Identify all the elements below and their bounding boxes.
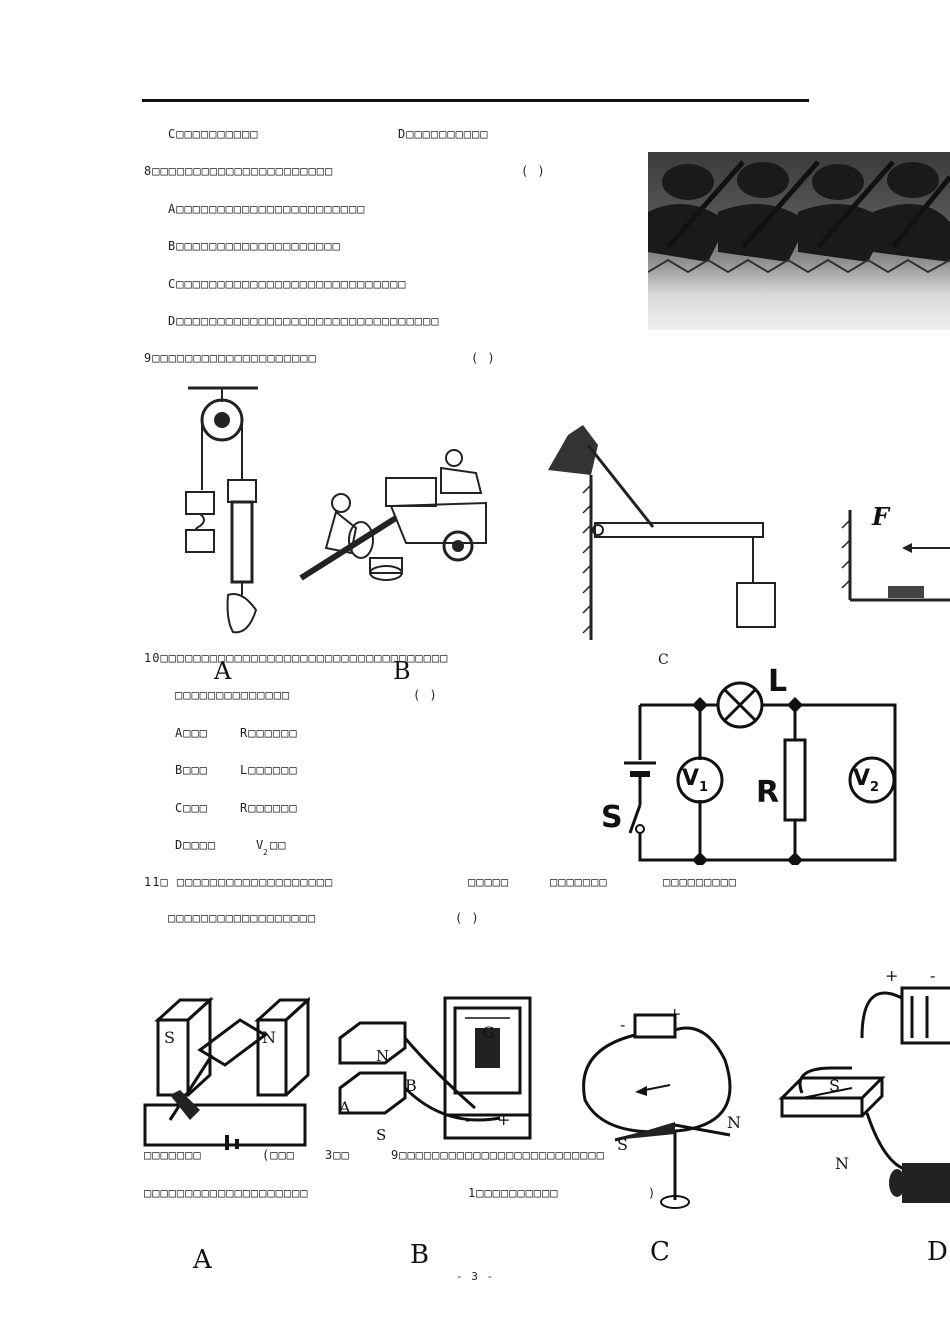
q7-option-d: D□□□□□□□□□□ <box>398 127 489 141</box>
q11-stem-line2: □□□□□□□□□□□□□□□□□□ <box>168 911 317 925</box>
q9-stem: 9□□□□□□□□□□□□□□□□□□□□ <box>144 351 317 365</box>
q11-fig-b-s: S <box>376 1126 387 1144</box>
q10-option-d-v: V <box>256 838 265 852</box>
q11-label-c: C <box>650 1237 670 1267</box>
q10-v2-subscript: 2 <box>870 780 880 795</box>
q9-fig-b-lever <box>299 449 487 581</box>
q11-fig-c-compass <box>582 1013 732 1209</box>
q7-option-c: C□□□□□□□□□□ <box>168 127 259 141</box>
q9-label-b: B <box>393 657 411 685</box>
q11-fig-a-motor <box>143 996 310 1150</box>
q10-option-d-prefix: D□□□□ <box>175 838 217 852</box>
q11-fig-d-n: N <box>835 1154 849 1173</box>
q10-option-b-text: L□□□□□□ <box>240 763 298 777</box>
q10-resistor-label: R <box>756 775 780 810</box>
q8-stem: 8□□□□□□□□□□□□□□□□□□□□□□ <box>144 164 334 178</box>
q10-answer-paren: ( ) <box>413 688 438 702</box>
q11-fig-c-plus: + <box>668 1004 682 1023</box>
q11-fig-d-electromagnet <box>778 986 950 1203</box>
q8-option-b: B□□□□□□□□□□□□□□□□□□□□ <box>168 239 341 253</box>
header-rule <box>142 99 809 102</box>
q11-label-a: A <box>193 1245 212 1275</box>
q11-fig-c-n: N <box>727 1113 741 1132</box>
page-number: - 3 - <box>456 1270 495 1283</box>
q10-option-c-text: R□□□□□□ <box>240 801 298 815</box>
q11-fig-a-n: N <box>262 1028 276 1047</box>
q10-stem-line2: □□□□□□□□□□□□□□ <box>175 688 291 702</box>
q10-v1-subscript: 1 <box>699 780 709 795</box>
q9-label-f: F <box>872 502 890 531</box>
q11-fig-d-minus: - <box>930 966 936 985</box>
q11-stem-b: □□□□□ <box>468 875 510 889</box>
q8-option-d: D□□□□□□□□□□□□□□□□□□□□□□□□□□□□□□□□ <box>168 314 440 328</box>
q11-fig-b-b: B <box>405 1076 417 1095</box>
q12-line2-a: □□□□□□□□□□□□□□□□□□□□ <box>144 1186 309 1200</box>
q8-option-a: A□□□□□□□□□□□□□□□□□□□□□□□ <box>168 202 366 216</box>
q9-fig-d-force <box>841 510 950 602</box>
q11-label-d: D <box>927 1237 948 1267</box>
q11-fig-b-minus: - <box>465 1110 471 1129</box>
q10-circuit <box>624 681 897 865</box>
q10-switch-label: S <box>601 800 623 835</box>
q11-stem-c: □□□□□□□ <box>550 875 608 889</box>
q10-option-d-text: □□ <box>270 838 287 852</box>
q10-v2-label: V <box>853 766 871 791</box>
q11-fig-d-plus: + <box>885 966 899 985</box>
q9-fig-c-boom <box>548 425 776 640</box>
q8-answer-paren: ( ) <box>521 164 546 178</box>
q12-line1-d: 9□□□□□□□□□□□□□□□□□□□□□□□□□ <box>391 1148 605 1162</box>
q11-fig-c-minus: - <box>620 1015 626 1034</box>
q9-label-a: A <box>214 657 232 685</box>
q10-v1-label: V <box>682 766 700 791</box>
q11-answer-paren: ( ) <box>455 911 480 925</box>
q11-label-b: B <box>410 1240 430 1270</box>
q9-label-c: C <box>658 652 669 668</box>
q11-stem-a: 11□ □□□□□□□□□□□□□□□□□□□ <box>144 875 334 889</box>
q9-fig-a-pulley <box>185 386 258 634</box>
q12-line1-b: (□□□ <box>262 1148 295 1162</box>
q11-fig-b-a: A <box>339 1098 351 1117</box>
q12-line1-c: 3□□ <box>325 1148 350 1162</box>
q11-fig-c-s: S <box>617 1135 628 1154</box>
q11-fig-b-plus: + <box>497 1110 511 1129</box>
q11-fig-a-s: S <box>164 1028 175 1047</box>
q10-lamp-label: L <box>768 664 788 699</box>
q10-option-a-text: R□□□□□□ <box>240 726 298 740</box>
q8-option-c: C□□□□□□□□□□□□□□□□□□□□□□□□□□□□ <box>168 277 407 291</box>
q10-option-b-prefix: B□□□ <box>175 763 208 777</box>
q10-option-a-prefix: A□□□ <box>175 726 208 740</box>
q12-line2-b: 1□□□□□□□□□□ <box>468 1186 559 1200</box>
q10-stem: 10□□□□□□□□□□□□□□□□□□□□□□□□□□□□□□□□□□□ <box>144 651 449 665</box>
q11-fig-d-s: S <box>829 1076 840 1095</box>
rowing-photo <box>648 152 950 330</box>
q10-option-c-prefix: C□□□ <box>175 801 208 815</box>
q11-fig-b-n: N <box>376 1047 390 1065</box>
q12-line2-c: ) <box>648 1186 657 1200</box>
q9-answer-paren: ( ) <box>471 351 496 365</box>
q11-fig-b-galvanometer <box>338 996 532 1140</box>
q10-option-d-subscript: 2 <box>263 848 269 857</box>
q11-stem-d: □□□□□□□□□ <box>663 875 738 889</box>
q11-fig-b-g: G <box>482 1023 495 1042</box>
q12-line1-a: □□□□□□□ <box>144 1148 202 1162</box>
rowing-photo-art <box>648 160 950 274</box>
